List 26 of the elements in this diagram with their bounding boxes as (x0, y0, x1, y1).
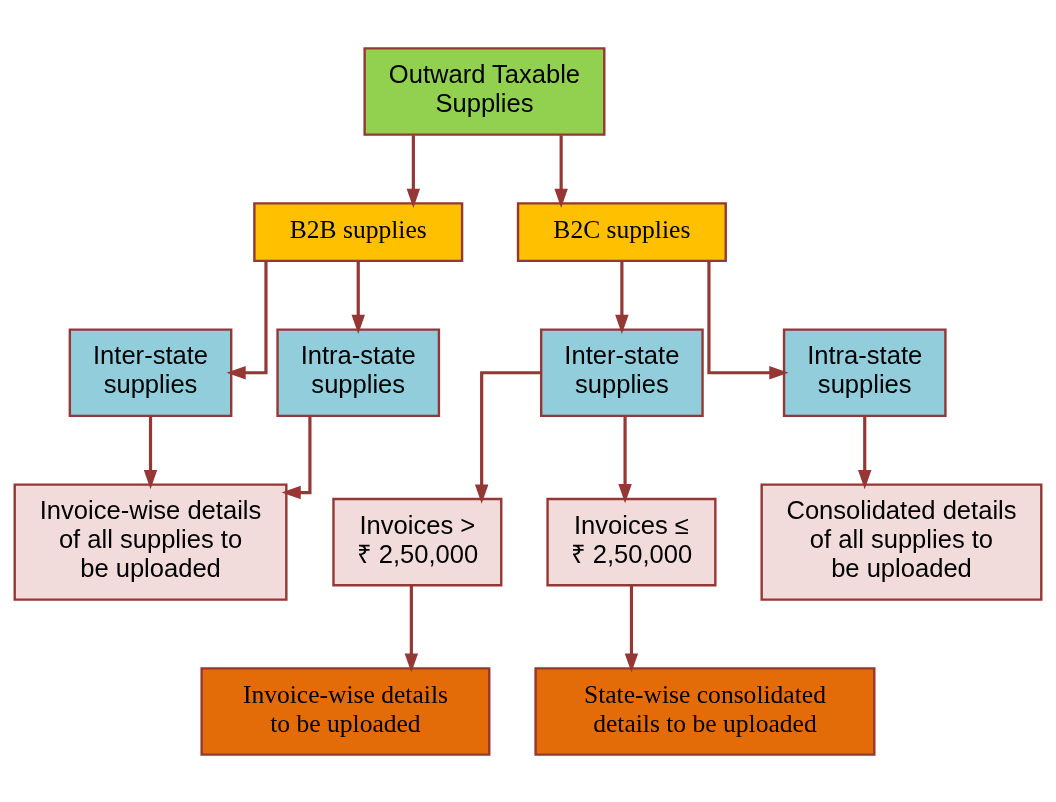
arrow (618, 415, 632, 503)
node-box: B2C supplies (516, 201, 727, 262)
arrow (858, 415, 872, 489)
arrow (404, 584, 419, 673)
arrow (143, 415, 158, 489)
node-box: B2B supplies (253, 201, 464, 262)
arrow (707, 260, 789, 379)
arrow (474, 370, 542, 504)
node-box: Invoices > ₹ 2,50,000 (332, 497, 503, 586)
node-box: Outward Taxable Supplies (363, 46, 606, 136)
arrow (554, 134, 568, 208)
node-box: Intra-state supplies (782, 327, 947, 417)
node-box: Invoice-wise details of all supplies to be uploaded (13, 482, 288, 601)
arrow (406, 134, 421, 208)
node-box: Invoice-wise details to be uploaded (200, 666, 491, 756)
node-box: Invoices ≤ ₹ 2,50,000 (546, 497, 717, 586)
arrow (351, 260, 365, 334)
node-box: Consolidated details of all supplies to be uploaded (760, 482, 1043, 601)
arrow (624, 584, 639, 673)
node-box: Intra-state supplies (276, 327, 441, 417)
node-box: Inter-state supplies (539, 327, 704, 417)
node-box: Inter-state supplies (68, 327, 233, 417)
arrow (281, 415, 312, 499)
node-box: State-wise consolidated details to be uploaded (534, 666, 876, 756)
arrow (615, 260, 629, 334)
arrow (226, 260, 268, 379)
